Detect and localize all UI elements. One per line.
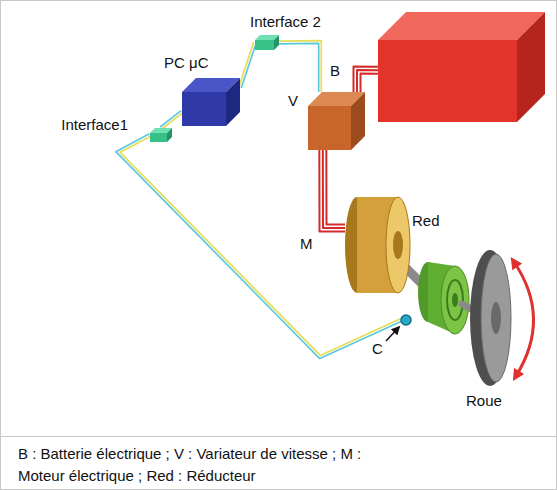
battery-box-shape bbox=[378, 12, 545, 122]
battery-box: B bbox=[378, 12, 545, 122]
node-label: B bbox=[330, 62, 340, 79]
variator-box-shape bbox=[308, 92, 365, 150]
power-cable bbox=[353, 66, 378, 92]
part-label: Red bbox=[412, 212, 440, 230]
interface-box: Interface 2 bbox=[255, 35, 279, 50]
node-label: V bbox=[288, 92, 298, 109]
computer-box: PC μC bbox=[182, 78, 240, 126]
signal-cable bbox=[279, 41, 321, 92]
signal-cable bbox=[116, 134, 402, 359]
part-label: Roue bbox=[466, 392, 502, 410]
separator bbox=[0, 436, 557, 437]
node-label: PC μC bbox=[164, 54, 208, 71]
signal-cable bbox=[239, 42, 256, 88]
interface-box-shape bbox=[255, 35, 279, 50]
wheel bbox=[470, 250, 511, 386]
motor-cylinder-shape bbox=[345, 195, 410, 295]
motor-cylinder: M bbox=[345, 195, 410, 295]
node-label: Interface 2 bbox=[250, 13, 321, 30]
interface-box-shape bbox=[150, 128, 172, 142]
figure-caption: B : Batterie électrique ; V : Variateur … bbox=[18, 443, 390, 487]
computer-box-shape bbox=[182, 78, 240, 126]
signal-cable bbox=[160, 111, 183, 129]
rotation-arrow bbox=[514, 262, 534, 376]
speed-sensor-shape bbox=[401, 315, 411, 325]
power-cable bbox=[319, 150, 345, 232]
variator-box: V bbox=[308, 92, 365, 150]
node-label: Interface1 bbox=[61, 116, 128, 133]
reducer-gear bbox=[418, 262, 469, 334]
node-label: M bbox=[300, 235, 313, 252]
leader-arrow bbox=[386, 327, 399, 341]
speed-sensor: C bbox=[401, 315, 411, 325]
interface-box: Interface1 bbox=[150, 128, 172, 142]
node-label: C bbox=[372, 340, 383, 357]
